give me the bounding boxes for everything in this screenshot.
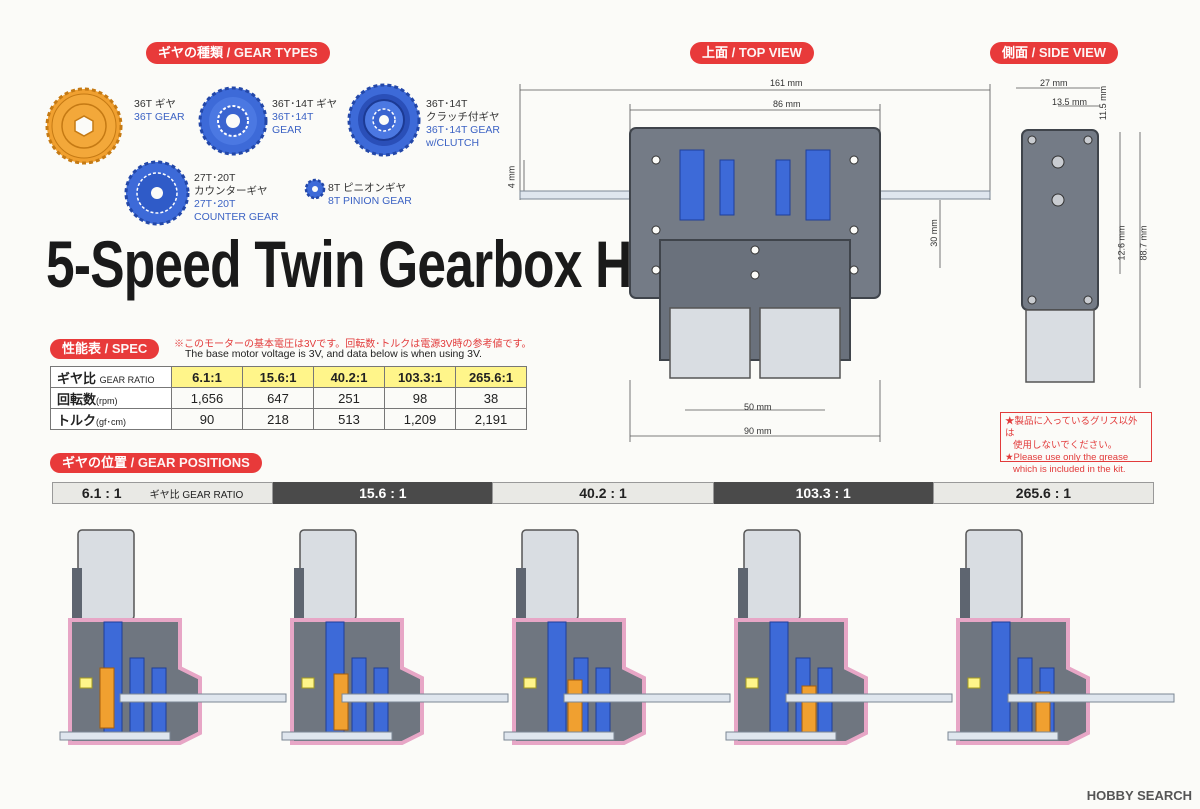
gear-36t-icon (45, 87, 123, 165)
section-title-gear-positions: ギヤの位置 / GEAR POSITIONS (50, 453, 262, 473)
spec-row-label: トルク(gf･cm) (50, 408, 172, 430)
ratio-segment: 103.3 : 1 (713, 482, 933, 504)
gear-position-diagram (503, 529, 731, 745)
top-view-drawing (519, 84, 991, 442)
section-title-spec: 性能表 / SPEC (50, 339, 160, 359)
gear-36t-14t-label: 36T･14T ギヤ 36T･14T GEAR (272, 98, 338, 136)
dim-11-5: 11.5 mm (1098, 85, 1109, 121)
dim-50: 50 mm (744, 402, 772, 412)
dim-12-6: 12.6 mm (1116, 225, 1127, 261)
side-view-drawing (1016, 87, 1141, 388)
spec-note-jp: ※このモーターの基本電圧は3Vです。回転数･トルクは電源3V時の参考値です。 (174, 339, 532, 350)
spec-cell: 1,209 (384, 408, 456, 430)
section-title-top-view: 上面 / TOP VIEW (690, 42, 814, 64)
gear-position-diagram (281, 529, 509, 745)
gear-counter-label: 27T･20T カウンターギヤ 27T･20T COUNTER GEAR (194, 172, 279, 223)
dim-90: 90 mm (744, 426, 772, 436)
gear-36t-14t-icon (198, 86, 268, 156)
gear-position-diagram (725, 529, 953, 745)
spec-note-en: The base motor voltage is 3V, and data b… (185, 348, 482, 360)
dim-4: 4 mm (506, 165, 517, 189)
ratio-segment: 15.6 : 1 (273, 482, 493, 504)
spec-ratio-cell: 15.6:1 (242, 366, 314, 388)
dim-30: 30 mm (928, 219, 939, 247)
grease-warning: ★製品に入っているグリス以外は 使用しないでください。 ★Please use … (1000, 412, 1152, 475)
ratio-segment: 40.2 : 1 (492, 482, 714, 504)
spec-header-label: ギヤ比 GEAR RATIO (50, 366, 172, 388)
spec-row-label: 回転数(rpm) (50, 387, 172, 409)
spec-table: ギヤ比 GEAR RATIO 6.1:1 15.6:1 40.2:1 103.3… (50, 366, 527, 430)
dim-88-7: 88.7 mm (1138, 225, 1149, 261)
spec-cell: 513 (313, 408, 385, 430)
spec-row-torque: トルク(gf･cm) 90 218 513 1,209 2,191 (50, 408, 527, 430)
dim-86: 86 mm (773, 99, 801, 109)
spec-header-row: ギヤ比 GEAR RATIO 6.1:1 15.6:1 40.2:1 103.3… (50, 366, 527, 388)
spec-ratio-cell: 103.3:1 (384, 366, 456, 388)
spec-cell: 251 (313, 387, 385, 409)
spec-cell: 98 (384, 387, 456, 409)
spec-cell: 90 (171, 408, 243, 430)
spec-cell: 1,656 (171, 387, 243, 409)
gear-clutch-label: 36T･14T クラッチ付ギヤ 36T･14T GEAR w/CLUTCH (426, 98, 500, 149)
spec-ratio-cell: 6.1:1 (171, 366, 243, 388)
spec-ratio-cell: 265.6:1 (455, 366, 527, 388)
section-title-gear-types: ギヤの種類 / GEAR TYPES (146, 42, 330, 64)
spec-row-rpm: 回転数(rpm) 1,656 647 251 98 38 (50, 387, 527, 409)
page-title: 5-Speed Twin Gearbox H.E. (46, 227, 693, 301)
dim-161: 161 mm (770, 78, 803, 88)
spec-cell: 38 (455, 387, 527, 409)
gear-36t-label: 36T ギヤ 36T GEAR (134, 98, 185, 123)
section-title-side-view: 側面 / SIDE VIEW (990, 42, 1119, 64)
dim-13-5: 13.5 mm (1052, 97, 1088, 107)
spec-cell: 218 (242, 408, 314, 430)
gear-pinion-label: 8T ピニオンギヤ 8T PINION GEAR (328, 182, 412, 207)
watermark: HOBBY SEARCH (1086, 788, 1192, 803)
dim-27: 27 mm (1040, 78, 1068, 88)
gear-counter-icon (124, 160, 190, 226)
ratio-segment: 265.6 : 1 (932, 482, 1155, 504)
spec-cell: 2,191 (455, 408, 527, 430)
spec-ratio-cell: 40.2:1 (313, 366, 385, 388)
gear-position-diagram (59, 529, 287, 745)
gear-position-diagram (947, 529, 1175, 745)
spec-cell: 647 (242, 387, 314, 409)
gear-clutch-icon (347, 83, 421, 157)
gear-pinion-icon (304, 178, 326, 200)
